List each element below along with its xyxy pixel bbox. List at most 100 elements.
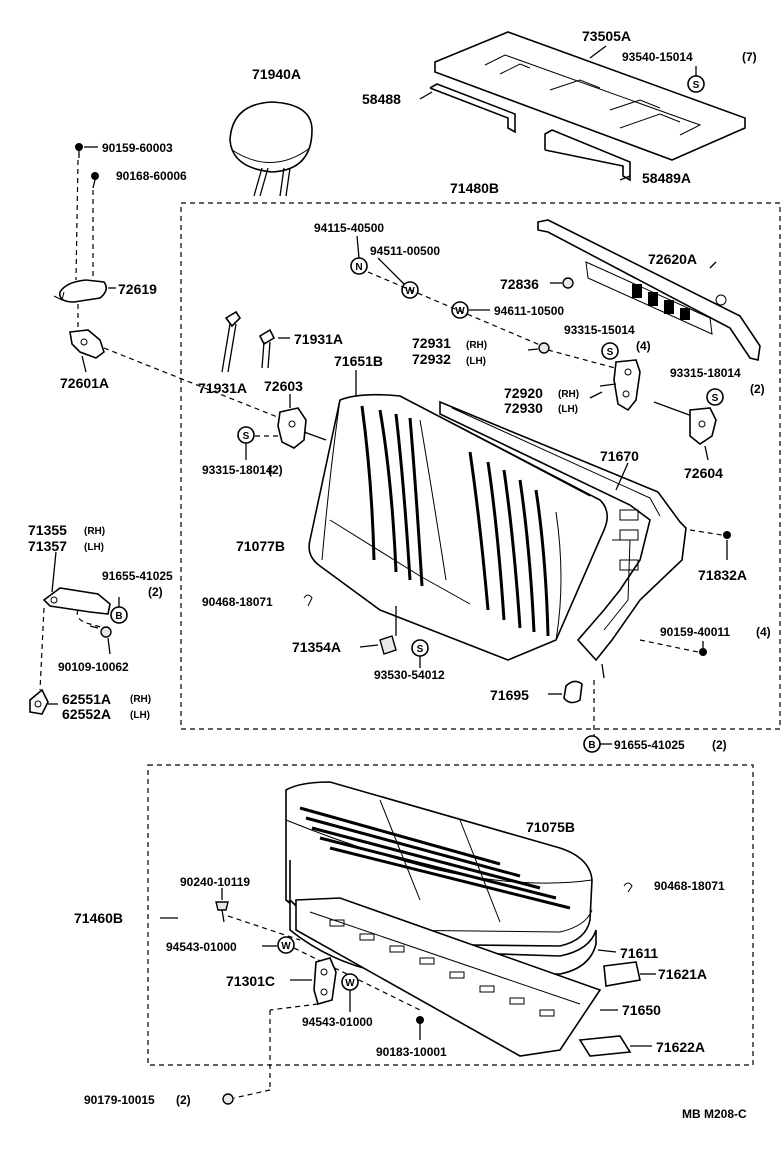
label-94543-01000-a: 94543-01000 (166, 940, 237, 954)
hinge-cover-72619 (53, 279, 108, 303)
label-93315-18014-right-qty: (2) (750, 382, 765, 396)
label-91655-41025-b: 91655-41025 (614, 738, 685, 752)
pad-71622A (578, 1035, 632, 1057)
label-90159-40011-qty: (4) (756, 625, 771, 639)
label-72601A: 72601A (60, 375, 109, 391)
svg-text:S: S (243, 431, 250, 442)
label-93530-54012: 93530-54012 (374, 668, 445, 682)
nut-symbol-94115: N (350, 257, 368, 275)
svg-text:W: W (281, 941, 291, 952)
label-90183-10001: 90183-10001 (376, 1045, 447, 1059)
label-71460B: 71460B (74, 910, 123, 926)
bolt-71931A-left (221, 310, 242, 373)
label-93540-qty: (7) (742, 50, 757, 64)
label-91655-41025-a: 91655-41025 (102, 569, 173, 583)
seatback-cushion-71077B (308, 393, 608, 661)
label-71695: 71695 (490, 687, 529, 703)
svg-text:B: B (588, 740, 595, 751)
headrest-71940A (229, 101, 313, 197)
clip-symbol-93530: S (411, 639, 429, 657)
label-72604: 72604 (684, 465, 723, 481)
label-90179-10015-qty: (2) (176, 1093, 191, 1107)
label-90179-10015: 90179-10015 (84, 1093, 155, 1107)
label-71622A: 71622A (656, 1039, 705, 1055)
label-72930: 72930 (504, 400, 543, 416)
label-94511-00500: 94511-00500 (370, 244, 440, 258)
label-90240-10119: 90240-10119 (180, 875, 250, 889)
label-72620A: 72620A (648, 251, 697, 267)
label-72931-side: (RH) (466, 340, 487, 351)
label-90159-40011: 90159-40011 (660, 625, 730, 639)
seat-cushion-assembly-box (147, 764, 754, 1066)
label-94543-01000-b: 94543-01000 (302, 1015, 373, 1029)
label-71940A: 71940A (252, 66, 301, 82)
label-93315-18014-right: 93315-18014 (670, 366, 741, 380)
bracket-71301C (313, 957, 337, 1005)
label-62551A-side: (RH) (130, 694, 151, 705)
seat-pan-71650 (295, 897, 602, 1057)
label-71832A: 71832A (698, 567, 747, 583)
label-90468-18071-a: 90468-18071 (202, 595, 273, 609)
rear-panel-73505A (434, 31, 746, 161)
seat-cushion-71075B (285, 781, 593, 947)
label-93315-15014-qty: (4) (636, 339, 651, 353)
nut-90179 (222, 1093, 234, 1105)
hinge-72601A (69, 329, 105, 359)
svg-text:W: W (405, 286, 415, 297)
label-62552A: 62552A (62, 706, 111, 722)
label-72619: 72619 (118, 281, 157, 297)
label-72836: 72836 (500, 276, 539, 292)
bracket-71355 (42, 587, 111, 615)
clip-symbol-93315-18014-left: S (237, 426, 255, 444)
label-90168-60006: 90168-60006 (116, 169, 187, 183)
label-72920-side: (RH) (558, 389, 579, 400)
svg-text:S: S (693, 80, 700, 91)
label-72920: 72920 (504, 385, 543, 401)
label-90109-10062: 90109-10062 (58, 660, 129, 674)
label-71355-side: (RH) (84, 526, 105, 537)
clip-symbol-93540: S (687, 75, 705, 93)
screw-90168-60006 (91, 172, 99, 189)
label-71931A-upper: 71931A (294, 331, 343, 347)
clip-71695 (563, 680, 583, 704)
label-93315-15014: 93315-15014 (564, 323, 635, 337)
label-71301C: 71301C (226, 973, 275, 989)
nut-90183 (416, 1016, 424, 1024)
label-90468-18071-b: 90468-18071 (654, 879, 725, 893)
cover-62551A (29, 688, 49, 715)
label-72930-side: (LH) (558, 404, 578, 415)
label-71931A-lower: 71931A (198, 380, 247, 396)
label-72603: 72603 (264, 378, 303, 394)
screw-90159-40011 (699, 648, 707, 656)
clip-symbol-93315-15014: S (601, 342, 619, 360)
svg-text:S: S (712, 393, 719, 404)
nut-72931 (538, 342, 550, 354)
washer-symbol-94611: W (451, 301, 469, 319)
label-71357-side: (LH) (84, 542, 104, 553)
svg-text:B: B (115, 611, 122, 622)
bolt-90240 (215, 901, 229, 923)
label-71611: 71611 (620, 945, 658, 961)
label-71480B: 71480B (450, 180, 499, 196)
label-94611-10500: 94611-10500 (494, 304, 564, 318)
clip-symbol-93315-18014-right: S (706, 388, 724, 406)
svg-text:W: W (345, 978, 355, 989)
washer-symbol-94543-b: W (341, 973, 359, 991)
label-71651B: 71651B (334, 353, 383, 369)
hinge-72604 (653, 401, 717, 445)
hinge-72603 (277, 407, 327, 449)
label-72932-side: (LH) (466, 356, 486, 367)
svg-text:N: N (355, 262, 362, 273)
label-93315-18014-left: 93315-18014 (202, 463, 273, 477)
label-73505A: 73505A (582, 28, 631, 44)
bolt-90109 (89, 625, 112, 638)
label-93315-18014-left-qty: (2) (268, 463, 283, 477)
clip-71354A (379, 635, 397, 655)
label-71621A: 71621A (658, 966, 707, 982)
seatback-assembly-box (180, 202, 781, 730)
label-71357: 71357 (28, 538, 67, 554)
label-94115-40500: 94115-40500 (314, 221, 384, 235)
label-58489A: 58489A (642, 170, 691, 186)
label-72932: 72932 (412, 351, 451, 367)
